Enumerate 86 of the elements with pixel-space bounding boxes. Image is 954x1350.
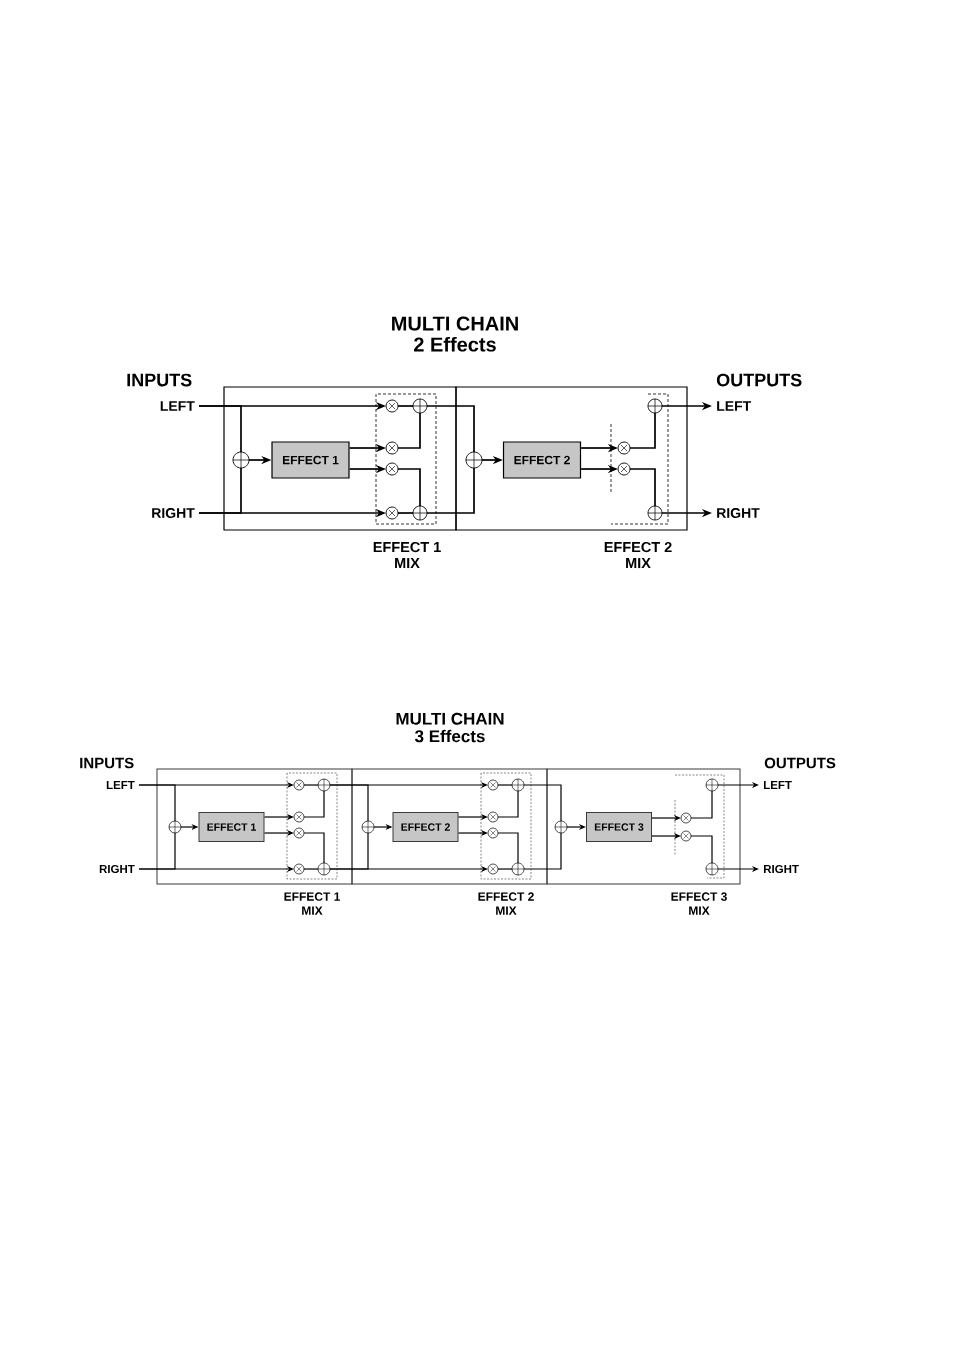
mix-label: EFFECT 1 MIX xyxy=(373,541,441,569)
circled-plus-symbol xyxy=(412,398,428,414)
signal-line xyxy=(523,832,562,870)
signal-line xyxy=(303,868,319,870)
circled-cross-symbol xyxy=(680,830,692,842)
signal-line xyxy=(690,835,713,864)
circled-plus-symbol xyxy=(168,820,182,834)
section-heading: OUTPUTS xyxy=(764,757,836,769)
circled-plus-symbol xyxy=(232,451,250,469)
signal-line xyxy=(497,832,519,864)
circled-plus-symbol xyxy=(705,778,719,792)
circled-plus-symbol xyxy=(511,862,525,876)
signal-line xyxy=(397,512,414,514)
channel-label: RIGHT xyxy=(717,508,760,518)
section-heading: INPUTS xyxy=(127,373,192,387)
circled-cross-symbol xyxy=(487,827,499,839)
circled-cross-symbol xyxy=(487,863,499,875)
section-heading: OUTPUTS xyxy=(716,373,802,387)
circled-cross-symbol xyxy=(293,779,305,791)
circled-plus-symbol xyxy=(465,451,483,469)
circled-plus-symbol xyxy=(647,398,663,414)
signal-line xyxy=(198,467,242,514)
stage-frame xyxy=(156,768,353,885)
signal-line xyxy=(523,784,562,822)
signal-line xyxy=(629,468,656,507)
channel-label: RIGHT xyxy=(152,508,195,518)
circled-plus-symbol xyxy=(361,820,375,834)
signal-line xyxy=(629,412,656,449)
channel-label: LEFT xyxy=(763,781,792,789)
signal-line xyxy=(329,832,369,870)
circled-plus-symbol xyxy=(511,778,525,792)
signal-line xyxy=(329,784,369,822)
effect-box: EFFECT 2 xyxy=(392,812,459,842)
stage-frame xyxy=(546,768,741,885)
mix-label: EFFECT 1 MIX xyxy=(284,892,340,915)
circled-cross-symbol xyxy=(617,441,631,455)
mix-label: EFFECT 2 MIX xyxy=(604,541,672,569)
signal-line xyxy=(690,790,713,819)
circled-cross-symbol xyxy=(385,441,399,455)
channel-label: LEFT xyxy=(106,781,135,789)
circled-cross-symbol xyxy=(487,779,499,791)
circled-cross-symbol xyxy=(385,506,399,520)
circled-cross-symbol xyxy=(385,399,399,413)
effect-box: EFFECT 3 xyxy=(586,812,652,842)
signal-line xyxy=(426,467,475,514)
mix-label: EFFECT 3 MIX xyxy=(671,892,727,915)
signal-line xyxy=(397,405,414,407)
signal-line xyxy=(138,832,176,870)
stage-frame xyxy=(455,386,688,531)
circled-plus-symbol xyxy=(554,820,568,834)
channel-label: LEFT xyxy=(717,401,752,411)
signal-line xyxy=(303,784,319,786)
block-heading: MULTI CHAIN 3 Effects xyxy=(396,712,504,743)
signal-line xyxy=(303,790,325,818)
channel-label: RIGHT xyxy=(763,864,799,874)
signal-line xyxy=(497,868,513,870)
effect-box: EFFECT 1 xyxy=(271,441,350,479)
circled-plus-symbol xyxy=(317,778,331,792)
circled-cross-symbol xyxy=(487,811,499,823)
block-heading: MULTI CHAIN 2 Effects xyxy=(392,316,518,352)
effect-box: EFFECT 2 xyxy=(502,441,582,479)
circled-cross-symbol xyxy=(385,462,399,476)
circled-plus-symbol xyxy=(412,505,428,521)
circled-plus-symbol xyxy=(317,862,331,876)
circled-cross-symbol xyxy=(293,811,305,823)
channel-label: RIGHT xyxy=(99,864,135,874)
signal-line xyxy=(397,412,421,449)
circled-cross-symbol xyxy=(293,863,305,875)
signal-line xyxy=(138,784,176,822)
circled-cross-symbol xyxy=(617,462,631,476)
mix-label: EFFECT 2 MIX xyxy=(478,892,534,915)
section-heading: INPUTS xyxy=(80,757,134,769)
signal-line xyxy=(497,784,513,786)
circled-cross-symbol xyxy=(293,827,305,839)
stage-frame xyxy=(223,386,457,531)
circled-plus-symbol xyxy=(705,862,719,876)
effect-box: EFFECT 1 xyxy=(198,812,265,842)
signal-line xyxy=(426,405,475,453)
circled-plus-symbol xyxy=(647,505,663,521)
circled-cross-symbol xyxy=(680,812,692,824)
signal-line xyxy=(303,832,325,864)
signal-line xyxy=(198,405,242,453)
stage-frame xyxy=(351,768,548,885)
signal-line xyxy=(397,468,421,507)
signal-line xyxy=(497,790,519,818)
channel-label: LEFT xyxy=(160,401,195,411)
